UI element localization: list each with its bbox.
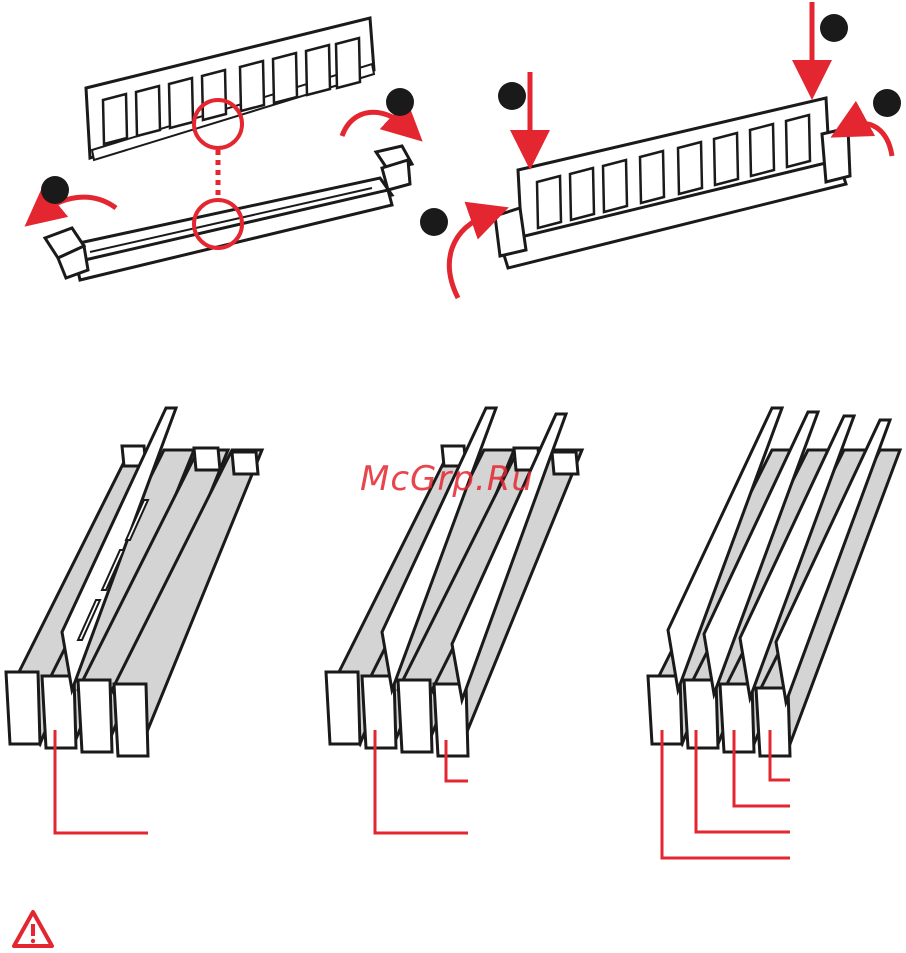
step-badge-icon bbox=[420, 208, 448, 236]
dimm-slot bbox=[45, 146, 412, 280]
warning-triangle-icon bbox=[14, 912, 52, 946]
step-badge-icon bbox=[386, 88, 414, 116]
arrow-icon bbox=[848, 124, 892, 156]
insertion-illustration bbox=[420, 2, 901, 298]
step-badge-icon bbox=[873, 89, 901, 117]
dimm-module bbox=[86, 18, 374, 160]
layout-one-module bbox=[6, 408, 262, 833]
arrow-icon bbox=[449, 214, 490, 298]
removal-illustration bbox=[40, 18, 414, 280]
step-badge-icon bbox=[498, 82, 526, 110]
step-badge-icon bbox=[41, 176, 69, 204]
watermark-text: McGrp.Ru bbox=[360, 459, 534, 499]
layout-four-modules bbox=[648, 408, 900, 858]
step-badge-icon bbox=[820, 14, 848, 42]
